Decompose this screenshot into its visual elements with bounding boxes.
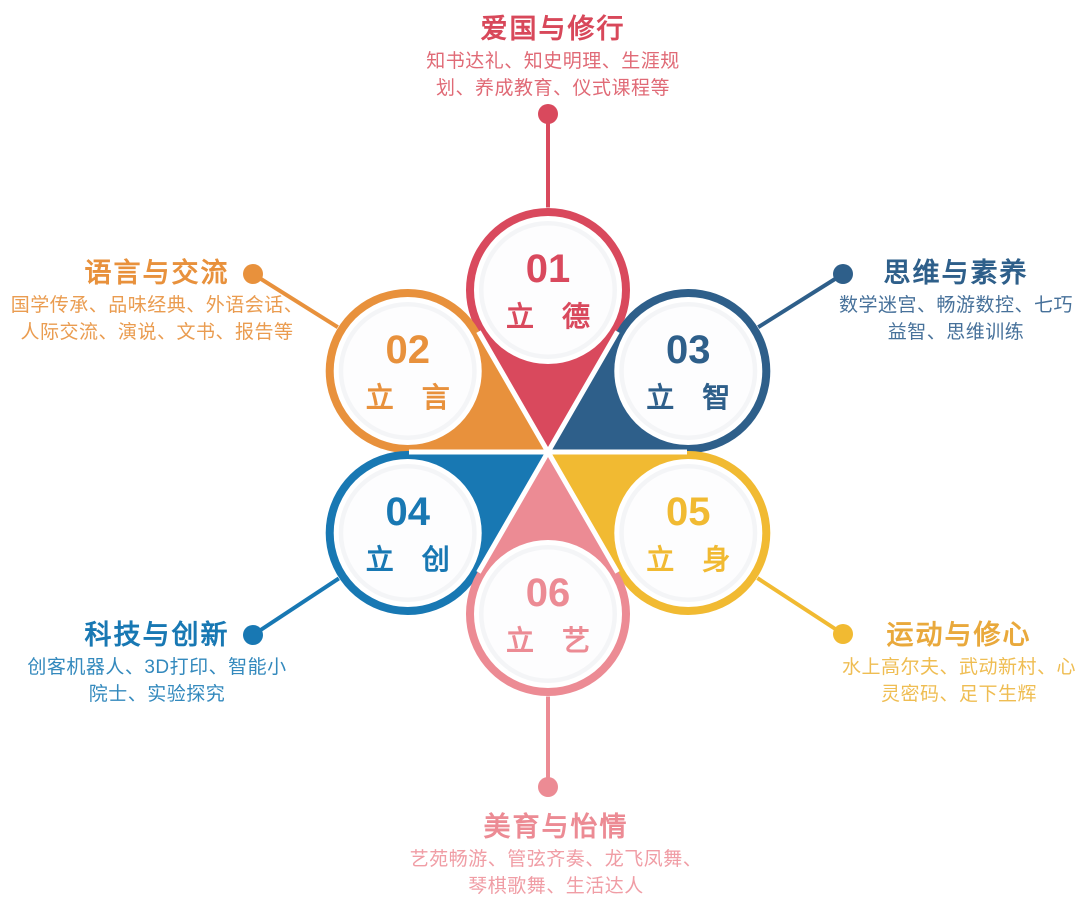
callout-upper-left: 语言与交流 国学传承、品味经典、外语会话、 人际交流、演说、文书、报告等 (7, 256, 307, 346)
petal-number-01: 01 (526, 247, 571, 291)
callout-title: 语言与交流 (84, 258, 230, 288)
petal-label-04: 立 创 (366, 543, 450, 575)
petal-separator (545, 330, 620, 454)
callout-title: 科技与创新 (84, 620, 230, 650)
callout-lower-right: 运动与修心 水上高尔夫、武动新村、心 灵密码、足下生辉 (809, 618, 1080, 708)
leader-line-02 (251, 272, 339, 329)
leader-dot-03 (833, 264, 853, 284)
callout-title: 美育与怡情 (483, 812, 629, 842)
callout-title: 爱国与修行 (480, 14, 626, 44)
callout-desc: 水上高尔夫、武动新村、心 灵密码、足下生辉 (841, 657, 1076, 705)
petal-circle-face (343, 306, 473, 436)
petal-circle-face (623, 306, 753, 436)
petal-circle-face (483, 549, 613, 679)
leader-dot-04 (243, 625, 263, 645)
petal-number-05: 05 (666, 490, 711, 534)
petal-circle-face (623, 468, 753, 598)
leader-line-05 (756, 576, 845, 636)
petal-number-03: 03 (666, 328, 711, 372)
callout-bottom: 美育与怡情 艺苑畅游、管弦齐奏、龙飞凤舞、 琴棋歌舞、生活达人 (356, 810, 756, 900)
petal-separator (476, 330, 551, 454)
petal-number-02: 02 (385, 328, 430, 372)
petal-circle-face (343, 468, 473, 598)
callout-upper-right: 思维与素养 数学迷宫、畅游数控、七巧 益智、思维训练 (806, 256, 1080, 346)
petal-label-03: 立 智 (646, 381, 730, 413)
petal-separator (545, 450, 620, 574)
petal-label-05: 立 身 (646, 543, 730, 575)
petal-number-06: 06 (526, 571, 571, 615)
petal-label-01: 立 德 (506, 300, 590, 332)
callout-desc: 创客机器人、3D打印、智能小 院士、实验探究 (27, 657, 287, 705)
petal-label-06: 立 艺 (506, 624, 590, 656)
leader-dot-05 (833, 624, 853, 644)
callout-title: 运动与修心 (886, 620, 1032, 650)
petal-label-02: 立 言 (366, 381, 450, 413)
callout-desc: 国学传承、品味经典、外语会话、 人际交流、演说、文书、报告等 (10, 295, 304, 343)
leader-dot-01 (538, 104, 558, 124)
leader-dot-02 (243, 264, 263, 284)
callout-title: 思维与素养 (883, 258, 1029, 288)
petal-number-04: 04 (385, 490, 430, 534)
petal-circle-face (483, 225, 613, 355)
callout-lower-left: 科技与创新 创客机器人、3D打印、智能小 院士、实验探究 (7, 618, 307, 708)
petal-separator (476, 450, 551, 574)
callout-top: 爱国与修行 知书达礼、知史明理、生涯规 划、养成教育、仪式课程等 (353, 12, 753, 102)
callout-desc: 艺苑畅游、管弦齐奏、龙飞凤舞、 琴棋歌舞、生活达人 (409, 849, 703, 897)
leader-dot-06 (538, 777, 558, 797)
callout-desc: 数学迷宫、畅游数控、七巧 益智、思维训练 (838, 295, 1073, 343)
leader-line-03 (757, 272, 845, 329)
leader-line-04 (251, 576, 340, 637)
callout-desc: 知书达礼、知史明理、生涯规 划、养成教育、仪式课程等 (426, 51, 680, 99)
